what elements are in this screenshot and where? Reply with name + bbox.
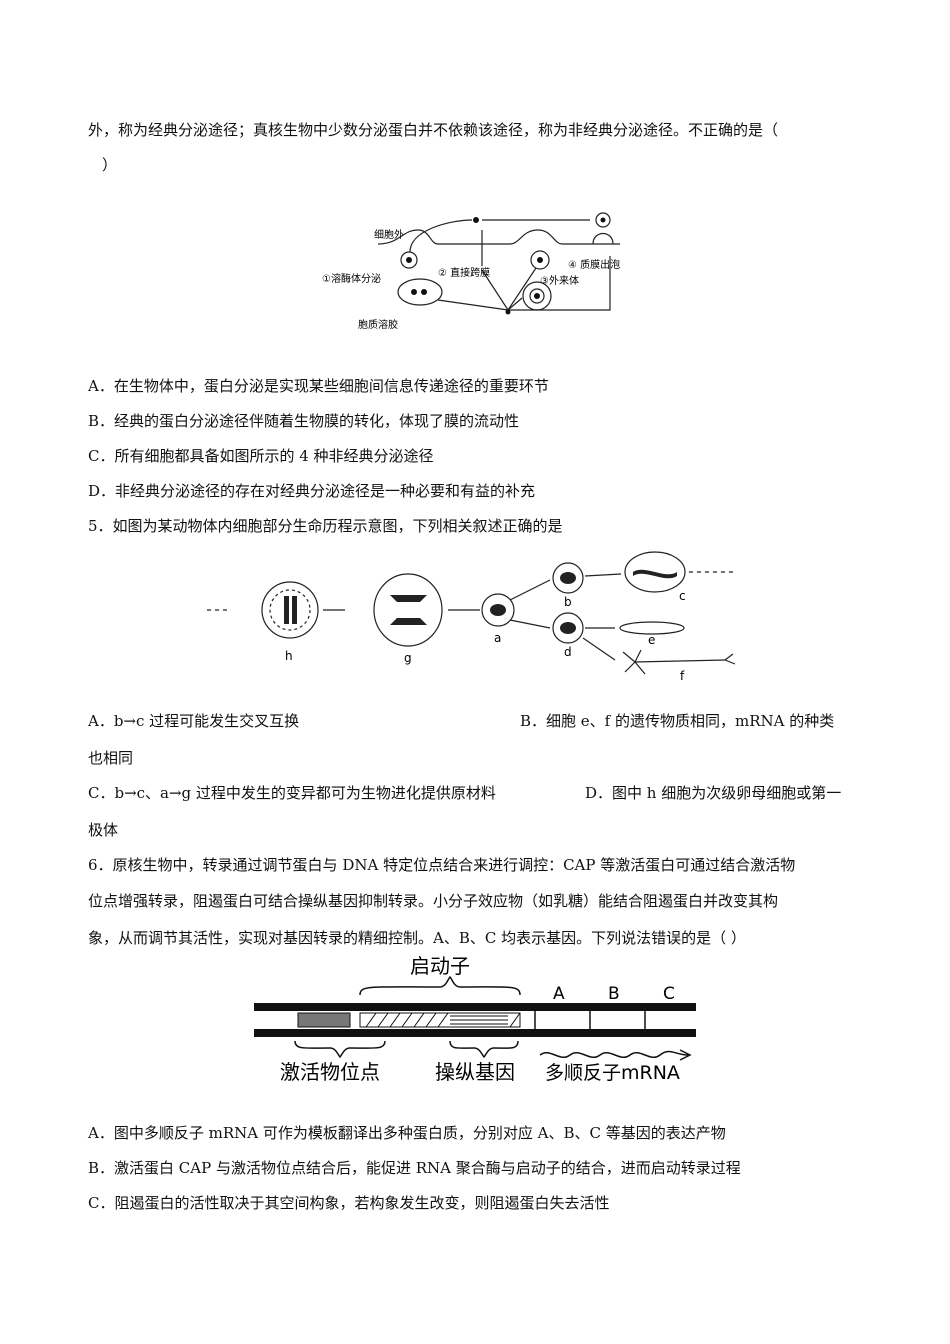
label-activator-site: 激活物位点 xyxy=(280,1060,380,1084)
q6-option-b: B．激活蛋白 CAP 与激活物位点结合后，能促进 RNA 聚合酶与启动子的结合，… xyxy=(88,1159,741,1177)
q5-option-a: A．b→c 过程可能发生交叉互换 xyxy=(88,712,300,730)
label-a: a xyxy=(494,631,501,645)
operon-diagram: 启动子 A B C 激活物位点 操纵基因 多顺反子mRNA xyxy=(254,955,696,1084)
q5-option-b-line2: 也相同 xyxy=(88,749,134,767)
label-mrna: 多顺反子mRNA xyxy=(545,1062,680,1084)
q5-stem: 5．如图为某动物体内细胞部分生命历程示意图，下列相关叙述正确的是 xyxy=(88,517,563,535)
q6-stem-line2: 位点增强转录，阻遏蛋白可结合操纵基因抑制转录。小分子效应物（如乳糖）能结合阻遏蛋… xyxy=(88,892,779,910)
label-h: h xyxy=(285,649,293,663)
label-lysosome: ①溶酶体分泌 xyxy=(322,272,381,285)
label-blebbing: ④ 质膜出泡 xyxy=(568,258,620,271)
q5-option-d-line1: D．图中 h 细胞为次级卵母细胞或第一 xyxy=(585,784,842,802)
label-f: f xyxy=(680,669,685,683)
q4-intro-line1: 外，称为经典分泌途径；真核生物中少数分泌蛋白并不依赖该途径，称为非经典分泌途径。… xyxy=(88,121,779,139)
q5-option-c: C．b→c、a→g 过程中发生的变异都可为生物进化提供原材料 xyxy=(88,784,496,802)
q4-option-d: D．非经典分泌途径的存在对经典分泌途径是一种必要和有益的补充 xyxy=(88,482,536,500)
q4-option-c: C．所有细胞都具备如图所示的 4 种非经典分泌途径 xyxy=(88,447,434,465)
label-c: c xyxy=(679,589,686,603)
cell-life-history-diagram: h g a b c d e f xyxy=(207,551,736,683)
q4-intro-line2: ） xyxy=(102,156,118,174)
label-promoter: 启动子 xyxy=(410,955,470,978)
label-direct: ② 直接跨膜 xyxy=(438,266,490,279)
label-exosome: ③外来体 xyxy=(540,275,579,287)
q4-option-b: B．经典的蛋白分泌途径伴随着生物膜的转化，体现了膜的流动性 xyxy=(88,412,520,430)
q6-stem-line3: 象，从而调节其活性，实现对基因转录的精细控制。A、B、C 均表示基因。下列说法错… xyxy=(88,929,746,947)
label-outside: 细胞外 xyxy=(374,228,404,241)
q6-option-c: C．阻遏蛋白的活性取决于其空间构象，若构象发生改变，则阻遏蛋白失去活性 xyxy=(88,1194,610,1212)
label-gene-b: B xyxy=(608,984,620,1004)
q6-stem-line1: 6．原核生物中，转录通过调节蛋白与 DNA 特定位点结合来进行调控：CAP 等激… xyxy=(88,856,796,874)
q5-option-d-line2: 极体 xyxy=(88,821,119,839)
q5-option-b-line1: B．细胞 e、f 的遗传物质相同，mRNA 的种类 xyxy=(520,712,835,730)
q4-option-a: A．在生物体中，蛋白分泌是实现某些细胞间信息传递途径的重要环节 xyxy=(88,377,549,395)
label-d: d xyxy=(564,645,572,659)
label-cytosol: 胞质溶胶 xyxy=(358,318,398,331)
protein-secretion-diagram: 细胞外 ①溶酶体分泌 ② 直接跨膜 ③外来体 ④ 质膜出泡 胞质溶胶 xyxy=(322,212,620,331)
label-g: g xyxy=(404,651,412,665)
q6-option-a: A．图中多顺反子 mRNA 可作为模板翻译出多种蛋白质，分别对应 A、B、C 等… xyxy=(88,1124,726,1142)
label-gene-a: A xyxy=(553,984,565,1004)
label-b: b xyxy=(564,595,572,609)
label-e: e xyxy=(648,633,655,647)
label-gene-c: C xyxy=(663,984,675,1004)
label-operator: 操纵基因 xyxy=(435,1060,515,1084)
